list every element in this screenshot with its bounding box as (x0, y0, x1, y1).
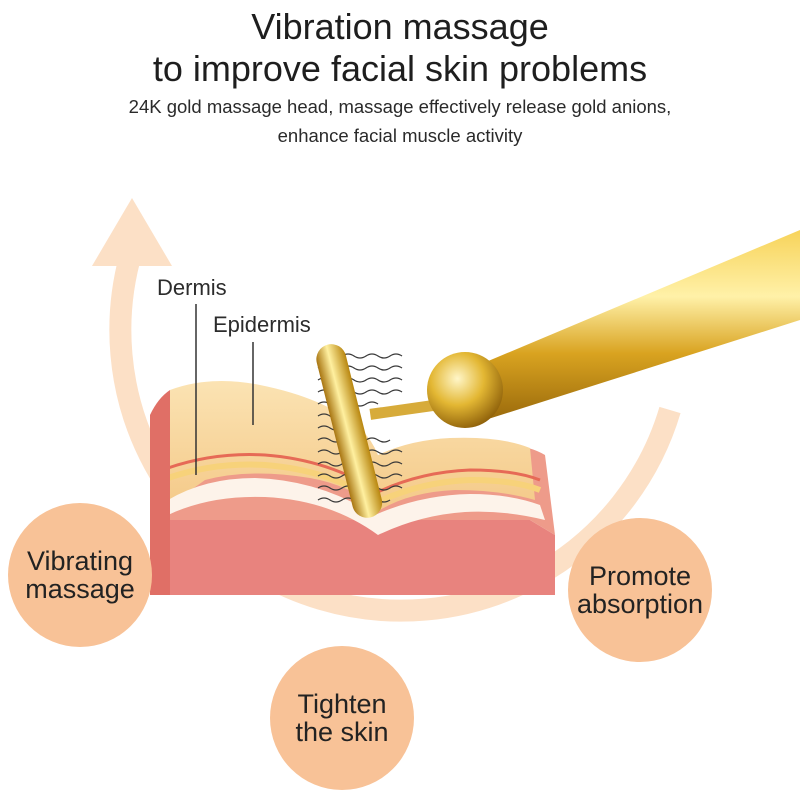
skin-block-front (150, 520, 555, 595)
title-line-2: to improve facial skin problems (152, 48, 648, 89)
gold-massager (316, 230, 800, 518)
tighten-line-2: the skin (295, 717, 389, 747)
skin-block-side (150, 390, 170, 595)
tighten-skin-circle (270, 646, 414, 790)
vibrating-massage-text: Vibrating massage (8, 547, 152, 603)
tighten-skin-text: Tighten the skin (262, 690, 422, 746)
promote-line-1: Promote (588, 561, 692, 591)
promote-line-2: absorption (576, 589, 704, 619)
dermis-label: Dermis (157, 275, 227, 300)
vibrating-massage-circle (8, 503, 152, 647)
subtitle-line-2: enhance facial muscle activity (277, 125, 523, 146)
promote-absorption-text: Promote absorption (562, 562, 718, 618)
vibrating-line-2: massage (25, 574, 135, 604)
cycle-arc (109, 246, 681, 622)
vibrating-line-1: Vibrating (26, 546, 134, 576)
title-line-1: Vibration massage (251, 6, 549, 47)
subtitle-line-1: 24K gold massage head, massage effective… (128, 96, 672, 117)
promote-absorption-circle (568, 518, 712, 662)
arc-arrowhead (92, 198, 172, 266)
epidermis-label: Epidermis (213, 312, 311, 337)
tighten-line-1: Tighten (297, 689, 387, 719)
